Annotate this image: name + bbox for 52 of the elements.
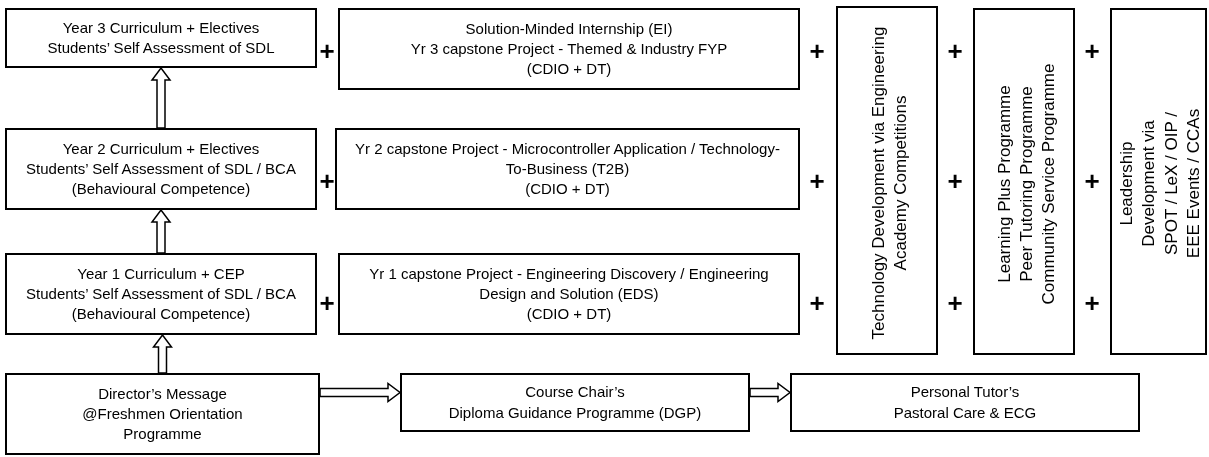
box-text: Yr 3 capstone Project - Themed & Industry FYP <box>410 38 728 59</box>
box-text: (CDIO + DT) <box>525 179 610 200</box>
process-box <box>973 8 1075 355</box>
process-box <box>5 8 317 68</box>
process-box <box>1110 8 1207 355</box>
process-box <box>5 128 317 210</box>
plus-sign: + <box>809 168 825 194</box>
process-box <box>338 8 800 90</box>
plus-sign: + <box>1084 290 1100 316</box>
process-box <box>836 6 938 355</box>
box-text: Peer Tutoring Programme <box>1014 85 1036 282</box>
box-text: Year 1 Curriculum + CEP <box>77 263 245 284</box>
plus-sign: + <box>1084 168 1100 194</box>
box-text: Diploma Guidance Programme (DGP) <box>448 402 702 423</box>
box-text: Students’ Self Assessment of SDL / BCA (Behavioural Competence) <box>25 158 297 200</box>
box-text: Course Chair’s <box>525 382 625 403</box>
plus-sign: + <box>809 38 825 64</box>
box-text: Year 2 Curriculum + Electives <box>62 138 260 159</box>
box-text: Pastoral Care & ECG <box>893 402 1037 423</box>
box-text: Students’ Self Assessment of SDL <box>47 38 275 58</box>
process-box <box>5 373 320 455</box>
plus-sign: + <box>947 290 963 316</box>
box-text: Students’ Self Assessment of SDL / BCA (Behavioural Competence) <box>25 283 297 325</box>
box-text: (CDIO + DT) <box>526 59 612 80</box>
process-box <box>338 253 800 335</box>
plus-sign: + <box>947 168 963 194</box>
plus-sign: + <box>1084 38 1100 64</box>
process-box <box>400 373 750 432</box>
plus-sign: + <box>319 290 335 316</box>
process-box <box>5 253 317 335</box>
box-text: Technology Development via Engineering Academy Competitions <box>866 25 910 342</box>
plus-sign: + <box>319 168 335 194</box>
box-text: Yr 2 capstone Project - Microcontroller Application / Technology-To-Business (T2B) <box>354 138 781 179</box>
plus-sign: + <box>319 38 335 64</box>
block-arrow <box>150 66 172 129</box>
box-text: (CDIO + DT) <box>526 304 612 325</box>
box-text: Director’s Message @Freshmen Orientation Programme <box>81 383 244 445</box>
block-arrow <box>152 333 173 374</box>
plus-sign: + <box>809 290 825 316</box>
block-arrow <box>150 208 172 254</box>
block-arrow <box>319 382 402 403</box>
box-text: Community Service Programme <box>1037 63 1059 304</box>
process-box <box>790 373 1140 432</box>
box-text: Solution-Minded Internship (EI) <box>465 18 673 39</box>
box-text: Leadership Development via SPOT / LeX / OIP / EEE Events / CCAs <box>1116 108 1204 259</box>
box-text: Year 3 Curriculum + Electives <box>62 17 260 38</box>
process-box <box>335 128 800 210</box>
block-arrow <box>749 382 792 403</box>
box-text: Yr 1 capstone Project - Engineering Discovery / Engineering Design and Solution (EDS) <box>368 263 770 304</box>
plus-sign: + <box>947 38 963 64</box>
box-text: Personal Tutor’s <box>910 382 1020 403</box>
box-text: Learning Plus Programme <box>992 84 1014 283</box>
